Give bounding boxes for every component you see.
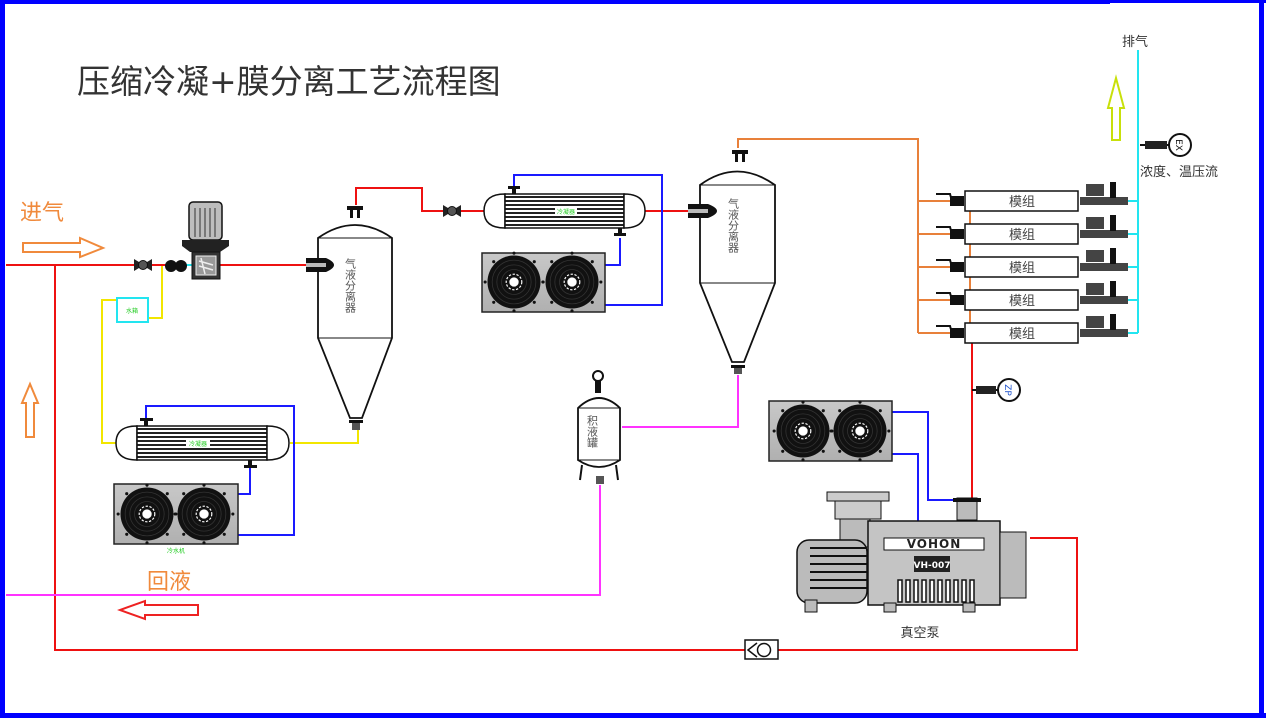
module-feed-line [737, 138, 950, 334]
condenser-1[interactable]: 冷凝器 [115, 418, 290, 468]
return-arrow-icon [117, 599, 199, 621]
vacuum-pump[interactable]: VOHON VH-007 [796, 491, 1027, 613]
membrane-module[interactable]: 模组 [936, 248, 1128, 278]
separator-1-label: 气液分离器 [344, 257, 357, 314]
condenser-2-label: 冷凝器 [557, 208, 575, 216]
zp-sensor: ZP [972, 378, 1021, 402]
chiller-2[interactable] [481, 250, 606, 314]
compressor[interactable] [182, 201, 229, 280]
svg-text:模组: 模组 [1009, 228, 1035, 243]
frame-border-top-right [1110, 0, 1266, 3]
pump-model-label: VH-007 [913, 561, 950, 571]
gas-liquid-separator-1[interactable]: 气液分离器 [306, 206, 393, 430]
membrane-module[interactable]: 模组 [936, 314, 1128, 344]
svg-text:模组: 模组 [1009, 261, 1035, 276]
inlet-arrow-icon [22, 236, 106, 259]
membrane-module[interactable]: 模组 [936, 215, 1128, 245]
frame-border-top [0, 0, 1110, 4]
liquid-tank-label: 积液罐 [586, 415, 599, 449]
liquid-return-line [6, 375, 739, 596]
frame-border-right [1259, 0, 1264, 718]
frame-border-bottom [0, 713, 1266, 718]
separator-2-label: 气液分离器 [727, 197, 740, 254]
inlet-gas-label: 进气 [20, 201, 64, 226]
condenser-2[interactable]: 冷凝器 [483, 186, 646, 236]
inlet-valve-icon[interactable] [133, 258, 153, 272]
membrane-module-list: 模组 模组 模组 模组 模组 [936, 182, 1128, 344]
exhaust-arrow-icon [1106, 74, 1126, 141]
svg-text:模组: 模组 [1009, 294, 1035, 309]
diagram-title: 压缩冷凝+膜分离工艺流程图 [77, 62, 501, 101]
water-tank-label: 水箱 [126, 307, 138, 315]
pump-brand-label: VOHON [907, 537, 962, 551]
water-tank[interactable]: 水箱 [116, 297, 149, 323]
ex-sensor-label: EX [1173, 139, 1183, 151]
frame-border-left [0, 0, 5, 718]
chiller-3[interactable] [768, 399, 893, 463]
liquid-accumulator-tank[interactable]: 积液罐 [577, 370, 621, 484]
chiller-1[interactable] [113, 482, 239, 546]
membrane-module[interactable]: 模组 [936, 182, 1128, 212]
up-arrow-icon [20, 381, 40, 438]
return-liquid-label: 回液 [147, 570, 191, 595]
svg-text:模组: 模组 [1009, 327, 1035, 342]
vent-line [1128, 50, 1139, 334]
return-check-valve-icon[interactable] [744, 639, 779, 660]
vacuum-pump-label: 真空泵 [900, 626, 939, 641]
zp-sensor-label: ZP [1002, 384, 1012, 396]
svg-text:模组: 模组 [1009, 195, 1035, 210]
sensor-note-label: 浓度、温压流 [1140, 164, 1218, 180]
exhaust-label: 排气 [1122, 34, 1148, 50]
condenser-inlet-valve-icon[interactable] [442, 204, 462, 218]
gas-line-main [6, 187, 1078, 651]
condenser-1-label: 冷凝器 [189, 440, 207, 448]
check-valve-icon[interactable] [165, 260, 187, 272]
membrane-module[interactable]: 模组 [936, 281, 1128, 311]
ex-sensor: EX [1140, 133, 1192, 157]
gas-liquid-separator-2[interactable]: 气液分离器 [688, 150, 776, 374]
chiller-1-label: 冷水机 [167, 547, 185, 555]
coolant-line [145, 174, 960, 536]
